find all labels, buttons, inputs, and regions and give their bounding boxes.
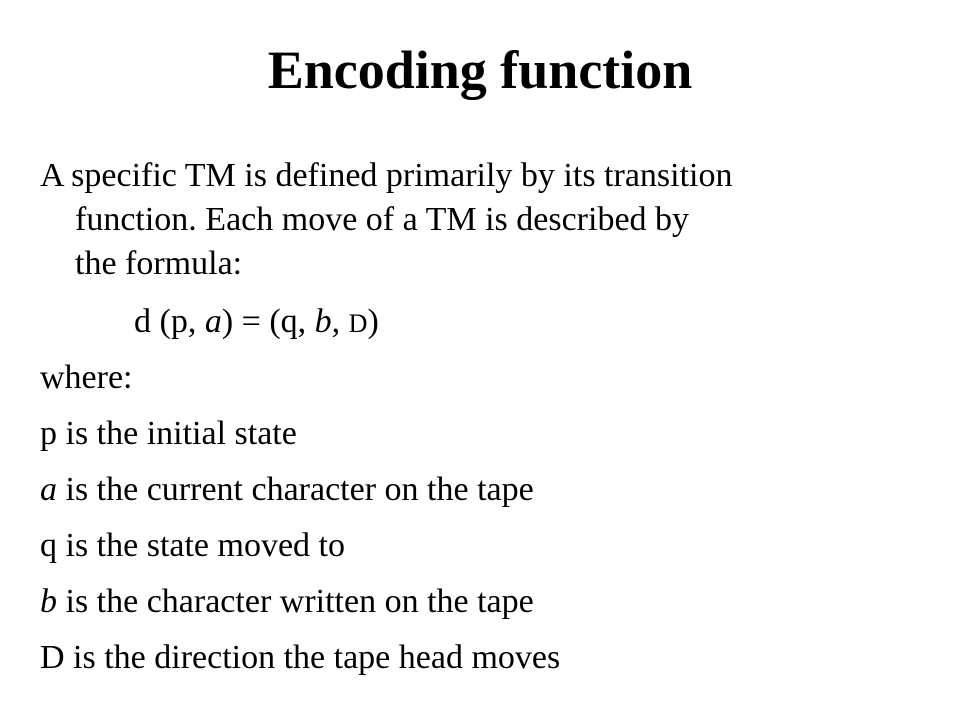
definition-b: b is the character written on the tape — [40, 582, 534, 622]
definition-a: a is the current character on the tape — [40, 470, 534, 510]
transition-formula: d (p, a) = (q, b, D) — [134, 302, 379, 344]
definition-q: q is the state moved to — [40, 527, 346, 564]
definition-var: b — [40, 583, 57, 620]
formula-var-d: D — [348, 309, 368, 338]
formula-part: ) = (q, — [221, 303, 315, 340]
slide-title: Encoding function — [267, 40, 693, 100]
formula-var-b: b — [314, 303, 332, 340]
where-label: where: — [40, 359, 133, 396]
formula-part: ) — [367, 303, 379, 340]
formula-part: , — [331, 303, 349, 340]
definition-d: D is the direction the tape head moves — [40, 639, 561, 676]
definition-text: is the current character on the tape — [57, 471, 534, 508]
formula-var-a: a — [204, 303, 222, 340]
intro-line-2: function. Each move of a TM is described… — [75, 201, 690, 238]
intro-line-1: A specific TM is defined primarily by it… — [40, 157, 733, 194]
definition-var: a — [40, 471, 57, 508]
intro-line-3: the formula: — [75, 245, 243, 282]
definition-text: is the character written on the tape — [57, 583, 534, 620]
definition-p: p is the initial state — [40, 415, 297, 452]
formula-part: d (p, — [134, 303, 205, 340]
